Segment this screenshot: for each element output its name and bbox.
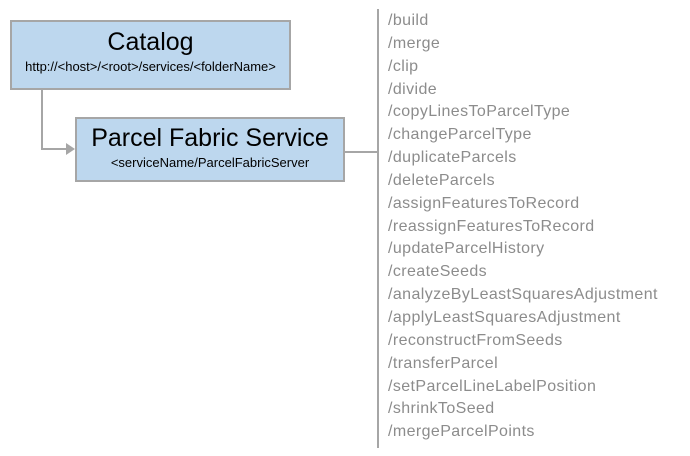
operation-item: /reconstructFromSeeds — [388, 331, 563, 349]
operation-item: /analyzeByLeastSquaresAdjustment — [388, 286, 658, 304]
operation-item: /clip — [388, 57, 419, 75]
operations-list: /build /merge /clip /divide /copyLinesTo… — [388, 10, 688, 444]
operation-item: /transferParcel — [388, 354, 499, 372]
catalog-to-service-connector-horizontal — [41, 148, 67, 150]
operation-item: /reassignFeaturesToRecord — [388, 217, 595, 235]
operation-item: /applyLeastSquaresAdjustment — [388, 308, 621, 326]
operation-item: /updateParcelHistory — [388, 240, 545, 258]
operations-divider-line — [377, 9, 379, 448]
operation-item: /mergeParcelPoints — [388, 423, 535, 441]
service-subtitle: <serviceName/ParcelFabricServer — [110, 155, 310, 170]
catalog-to-service-connector-vertical — [41, 90, 43, 150]
operation-item: /createSeeds — [388, 263, 488, 281]
operation-item: /copyLinesToParcelType — [388, 103, 571, 121]
operation-item: /duplicateParcels — [388, 149, 517, 167]
catalog-box: Catalog http://<host>/<root>/services/<f… — [10, 20, 291, 90]
parcel-fabric-service-box: Parcel Fabric Service <serviceName/Parce… — [75, 117, 345, 182]
catalog-url: http://<host>/<root>/services/<folderNam… — [25, 59, 276, 74]
operation-item: /setParcelLineLabelPosition — [388, 377, 597, 395]
operation-item: /assignFeaturesToRecord — [388, 194, 580, 212]
operation-item: /deleteParcels — [388, 171, 495, 189]
operation-item: /build — [388, 12, 429, 29]
operation-item: /divide — [388, 80, 438, 98]
operation-item: /shrinkToSeed — [388, 400, 495, 418]
catalog-title: Catalog — [107, 28, 194, 56]
service-to-list-connector — [344, 151, 377, 153]
operation-item: /merge — [388, 34, 441, 52]
service-title: Parcel Fabric Service — [91, 124, 329, 152]
arrowhead-icon — [66, 143, 75, 155]
operation-item: /changeParcelType — [388, 126, 532, 144]
